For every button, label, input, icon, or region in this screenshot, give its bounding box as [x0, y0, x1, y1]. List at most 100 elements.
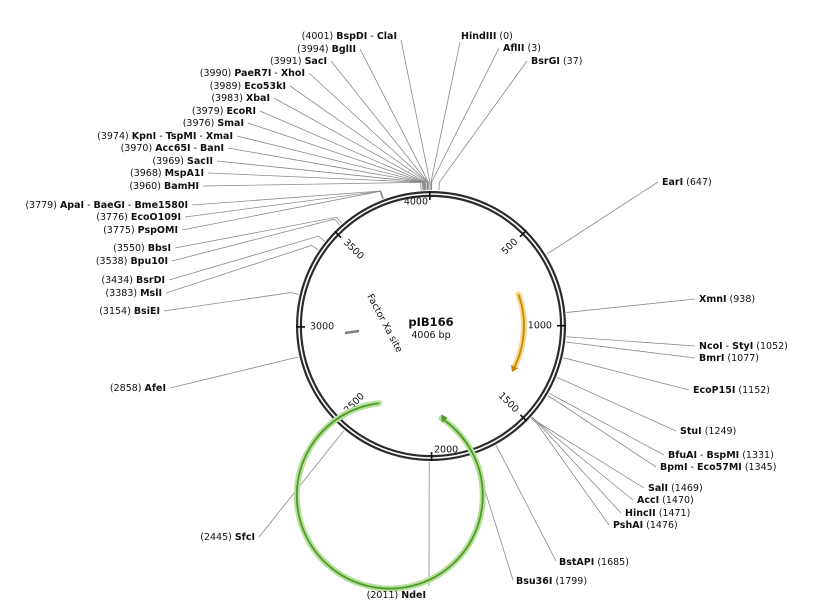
site-label: (3979) EcoRI — [192, 106, 256, 117]
site-label: HindIII (0) — [461, 31, 513, 42]
site-label: (3991) SacI — [270, 56, 327, 67]
site-leader — [181, 190, 384, 231]
site-position: (1799) — [552, 576, 587, 587]
tick-label: 2000 — [434, 445, 458, 456]
site-label: BstAPI (1685) — [559, 557, 629, 568]
site-position: (1471) — [656, 508, 691, 519]
feature-arrow-head — [511, 364, 519, 373]
site-leader — [174, 216, 343, 249]
site-position: (3779) — [25, 200, 60, 211]
site-labels: (4001) BspDI - ClaI(3994) BglII(3991) Sa… — [25, 31, 788, 601]
site-leader — [359, 48, 429, 191]
site-leader — [259, 110, 426, 191]
site-position: (1345) — [742, 462, 777, 473]
enzyme-name: SmaI — [217, 118, 244, 129]
site-position: (0) — [496, 31, 512, 42]
enzyme-name: XbaI — [246, 93, 270, 104]
enzyme-name: EcoO109I — [131, 212, 181, 223]
site-position: (3974) — [97, 131, 132, 142]
site-leader — [566, 341, 696, 359]
site-label: BpmI - Eco57MI (1345) — [660, 462, 776, 473]
site-position: (1249) — [702, 426, 737, 437]
site-leader — [207, 172, 424, 191]
site-position: (2011) — [367, 590, 402, 601]
site-leader — [191, 190, 384, 206]
plasmid-name: pIB166 — [408, 315, 453, 329]
tick-label: 500 — [500, 236, 521, 257]
enzyme-name: BaeGI — [94, 200, 125, 211]
site-leader — [556, 377, 677, 432]
tick-label: 3000 — [310, 321, 334, 332]
site-leader — [216, 160, 424, 191]
site-position: (3550) — [113, 243, 148, 254]
enzyme-name: PaeR7I — [234, 68, 271, 79]
enzyme-name: XhoI — [281, 68, 305, 79]
site-position: (3976) — [183, 118, 218, 129]
enzyme-name: NcoI — [699, 341, 723, 352]
enzyme-name: MspA1I — [165, 168, 204, 179]
site-position: (3968) — [130, 168, 165, 179]
enzyme-name: PspOMI — [138, 225, 178, 236]
enzyme-name: Eco57MI — [697, 462, 742, 473]
site-leader — [495, 445, 557, 562]
site-leader — [531, 417, 622, 514]
site-leader — [566, 298, 696, 313]
site-position: (2858) — [110, 383, 145, 394]
site-label: EarI (647) — [662, 177, 712, 188]
site-label: BfuAI - BspMI (1331) — [668, 450, 774, 461]
enzyme-name: EarI — [662, 177, 683, 188]
site-label: (3994) BglII — [297, 44, 356, 55]
site-leader — [258, 430, 345, 538]
site-label: EcoP15I (1152) — [693, 385, 770, 396]
site-label: (3970) Acc65I - BanI — [121, 143, 224, 154]
enzyme-name: Bpu10I — [130, 256, 168, 267]
site-leader-lines — [163, 39, 696, 587]
site-position: (3154) — [99, 306, 134, 317]
enzyme-name: ClaI — [377, 31, 397, 42]
site-label: (3990) PaeR7I - XhoI — [200, 68, 305, 79]
site-position: (3538) — [96, 256, 131, 267]
site-leader — [566, 336, 696, 347]
enzyme-name: AfeI — [145, 383, 166, 394]
enzyme-name: BspMI — [707, 450, 740, 461]
site-position: (3) — [524, 43, 540, 54]
site-label: AflII (3) — [503, 43, 541, 54]
tick-mark — [519, 414, 528, 422]
enzyme-name: KpnI — [132, 131, 156, 142]
site-position: (3990) — [200, 68, 235, 79]
site-label: (2011) NdeI — [367, 590, 426, 601]
site-label: (3779) ApaI - BaeGI - Bme1580I — [25, 200, 188, 211]
enzyme-name: Eco53kI — [244, 81, 286, 92]
enzyme-name: Acc65I — [155, 143, 190, 154]
enzyme-name: BanI — [200, 143, 224, 154]
enzyme-name: BfuAI — [668, 450, 697, 461]
site-position: (2445) — [200, 532, 235, 543]
site-position: (3991) — [270, 56, 305, 67]
site-leader — [438, 60, 528, 191]
enzyme-name: StuI — [680, 426, 702, 437]
enzyme-name: MslI — [140, 288, 162, 299]
site-position: (1052) — [753, 341, 788, 352]
plasmid-size: 4006 bp — [411, 330, 450, 341]
site-leader — [184, 190, 384, 218]
site-leader — [247, 122, 426, 191]
site-position: (3983) — [211, 93, 246, 104]
site-leader — [431, 47, 500, 191]
site-label: (3538) Bpu10I — [96, 256, 168, 267]
site-label: (3550) BbsI — [113, 243, 171, 254]
enzyme-name: BspDI — [336, 31, 367, 42]
enzyme-name: AflII — [503, 43, 524, 54]
site-label: (3383) MslI — [105, 288, 162, 299]
enzyme-name: XmaI — [206, 131, 233, 142]
site-label: (3976) SmaI — [183, 118, 244, 129]
site-label: PshAI (1476) — [613, 520, 678, 531]
site-position: (3960) — [129, 181, 164, 192]
site-leader — [163, 292, 299, 312]
site-position: (3776) — [96, 212, 131, 223]
site-leader — [400, 39, 431, 191]
enzyme-name: BamHI — [164, 181, 199, 192]
site-leader — [549, 392, 665, 456]
tick-label: 1000 — [528, 320, 552, 331]
site-position: (3989) — [210, 81, 245, 92]
feature-arrow-body — [295, 402, 484, 590]
